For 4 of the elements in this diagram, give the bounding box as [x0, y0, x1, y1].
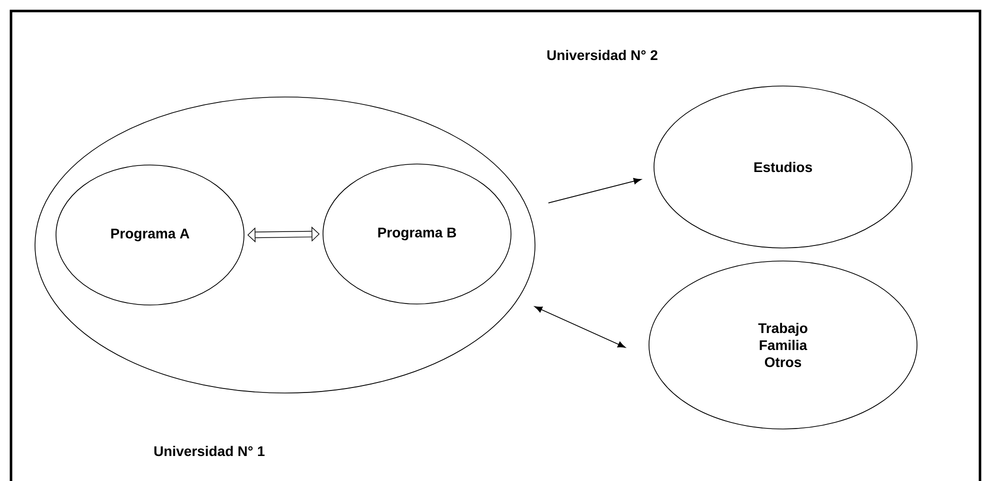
ellipse-caption: Universidad N° 1 — [154, 446, 265, 456]
arrow — [548, 178, 642, 204]
arrow — [534, 306, 626, 348]
region-label: Universidad N° 2 — [547, 50, 658, 60]
